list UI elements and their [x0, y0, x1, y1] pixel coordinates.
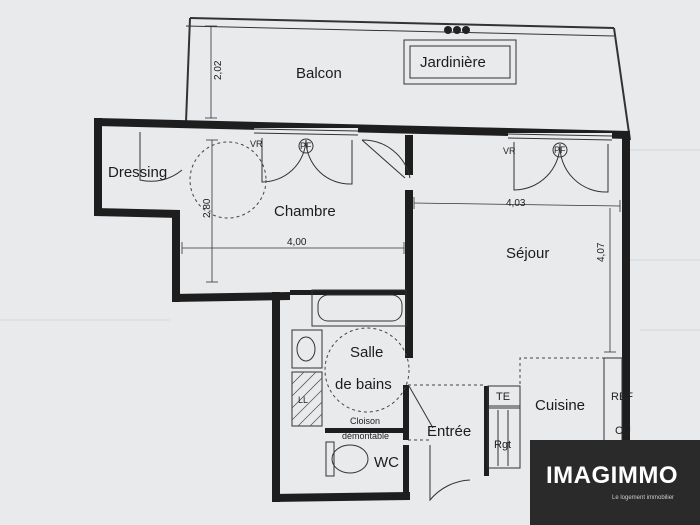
logo-tagline: Le logement immobilier	[612, 495, 675, 501]
label-rgt: Rgt	[494, 439, 511, 451]
dim-chambre-depth: 2,80	[202, 198, 213, 218]
imagimmo-logo: IMAGIMMO Le logement immobilier	[530, 440, 700, 525]
dim-balcon-depth: 2,02	[213, 60, 224, 80]
room-label-sejour: Séjour	[506, 245, 549, 262]
kitchen-layout	[487, 357, 623, 469]
walls	[94, 118, 630, 502]
dim-sejour-width: 4,03	[506, 198, 526, 209]
label-vr-right: VR	[503, 146, 516, 156]
room-label-dressing: Dressing	[108, 164, 167, 181]
jardiniere-box	[403, 26, 517, 85]
label-pf-left: PF	[300, 141, 312, 151]
logo-wordmark: IMAGIMMO	[546, 462, 678, 489]
label-cloison: Cloison	[350, 416, 380, 426]
facade-openings	[253, 128, 613, 193]
paper-texture	[0, 149, 700, 331]
room-label-de-bains: de bains	[335, 376, 392, 393]
label-demontable: démontable	[342, 431, 389, 441]
balcony-outline	[185, 17, 631, 141]
room-label-salle: Salle	[350, 344, 383, 361]
room-label-chambre: Chambre	[274, 203, 336, 220]
bathtub	[311, 289, 407, 327]
entry-hall-lines	[408, 384, 484, 441]
dim-sejour-depth: 4,07	[596, 242, 607, 262]
door-swings	[139, 132, 471, 502]
room-label-jardiniere: Jardinière	[420, 54, 486, 71]
label-ll: LL	[298, 395, 308, 405]
label-cu: CU	[615, 425, 631, 437]
room-label-entree: Entrée	[427, 423, 471, 440]
toilet	[325, 441, 369, 477]
label-te: TE	[496, 391, 510, 403]
room-label-cuisine: Cuisine	[535, 397, 585, 414]
label-vr-left: VR	[250, 139, 263, 149]
dim-chambre-width: 4,00	[287, 237, 307, 248]
label-pf-right: PF	[554, 145, 566, 155]
washing-machine-area	[291, 371, 323, 427]
dimension-lines	[181, 25, 621, 353]
room-label-wc: WC	[374, 454, 399, 471]
label-ref: REF	[611, 391, 633, 403]
washbasin	[291, 329, 323, 369]
room-label-balcon: Balcon	[296, 65, 342, 82]
